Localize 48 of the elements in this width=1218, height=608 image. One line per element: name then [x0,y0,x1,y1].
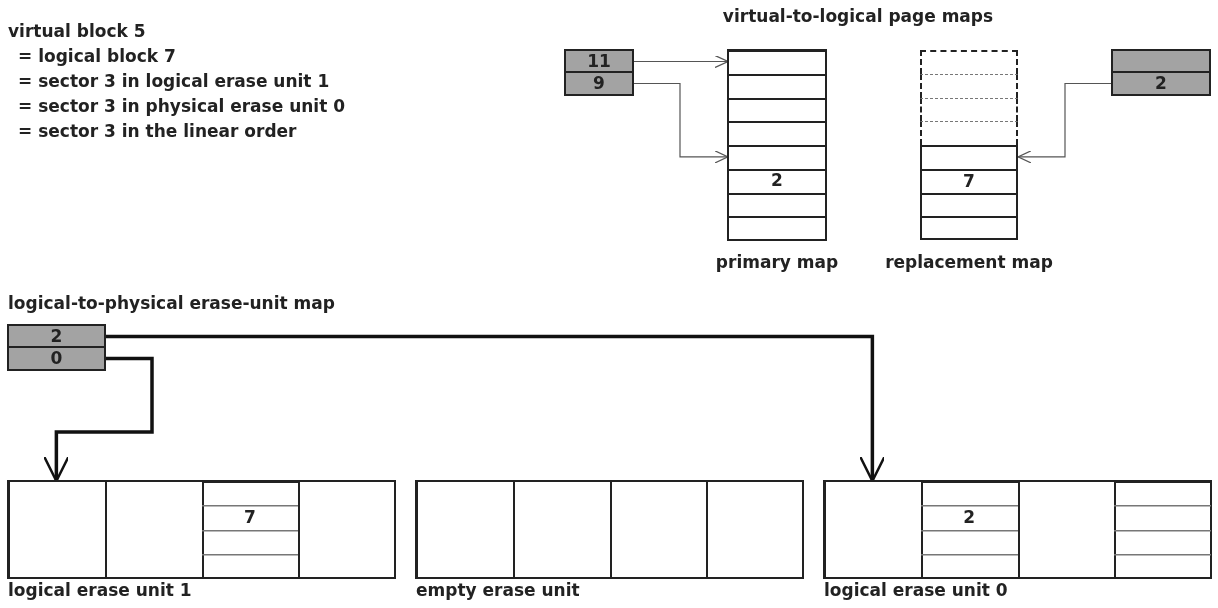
map-row [920,73,1018,98]
erase-unit [824,481,1211,578]
map-entry-cell [565,50,633,73]
note-text: virtual block 5 [8,21,146,42]
page-map-table [728,50,826,240]
sector [1114,481,1211,578]
map-row [920,192,1018,217]
node-label: logical erase unit 0 [824,580,1008,601]
node-label: replacement map [885,252,1053,273]
entry-value: 9 [593,75,605,92]
entry-value: 2 [50,328,63,345]
arrow [1017,82,1113,164]
entry-value: 2 [1155,75,1167,92]
entry-value: 2 [771,172,783,190]
map-row [920,97,1018,122]
map-entry-cell [1112,72,1210,95]
map-row [920,168,1018,193]
heading: virtual-to-logical page maps [722,6,994,27]
arrow [43,356,154,483]
entry-value: 7 [243,508,256,526]
map-row [920,121,1018,145]
node-label: primary map [715,252,839,273]
page-map-table [920,50,1018,240]
note-text: = logical block 7 [18,46,176,67]
note-text: = sector 3 in physical erase unit 0 [18,96,346,117]
map-row [920,216,1018,240]
map-row [920,50,1018,74]
entry-value: 2 [963,508,976,526]
entry-value: 11 [587,53,611,70]
note-text: = sector 3 in logical erase unit 1 [18,71,330,92]
arrow [632,82,729,164]
map-entry-cell [565,72,633,95]
entry-value: 0 [50,350,63,367]
erase-unit [416,481,803,578]
map-row [920,145,1018,169]
sector [201,481,299,578]
map-entry-cell [8,347,105,370]
map-entry-cell [1112,50,1210,73]
heading: logical-to-physical erase-unit map [8,293,335,314]
note-text: = sector 3 in the linear order [18,121,297,142]
node-label: logical erase unit 1 [8,580,192,601]
entry-value: 7 [963,173,975,191]
erase-unit [8,481,395,578]
map-entry-cell [8,325,105,348]
sector [920,481,1018,578]
node-label: empty erase unit [416,580,580,601]
arrow [632,54,729,69]
arrow [105,334,886,483]
